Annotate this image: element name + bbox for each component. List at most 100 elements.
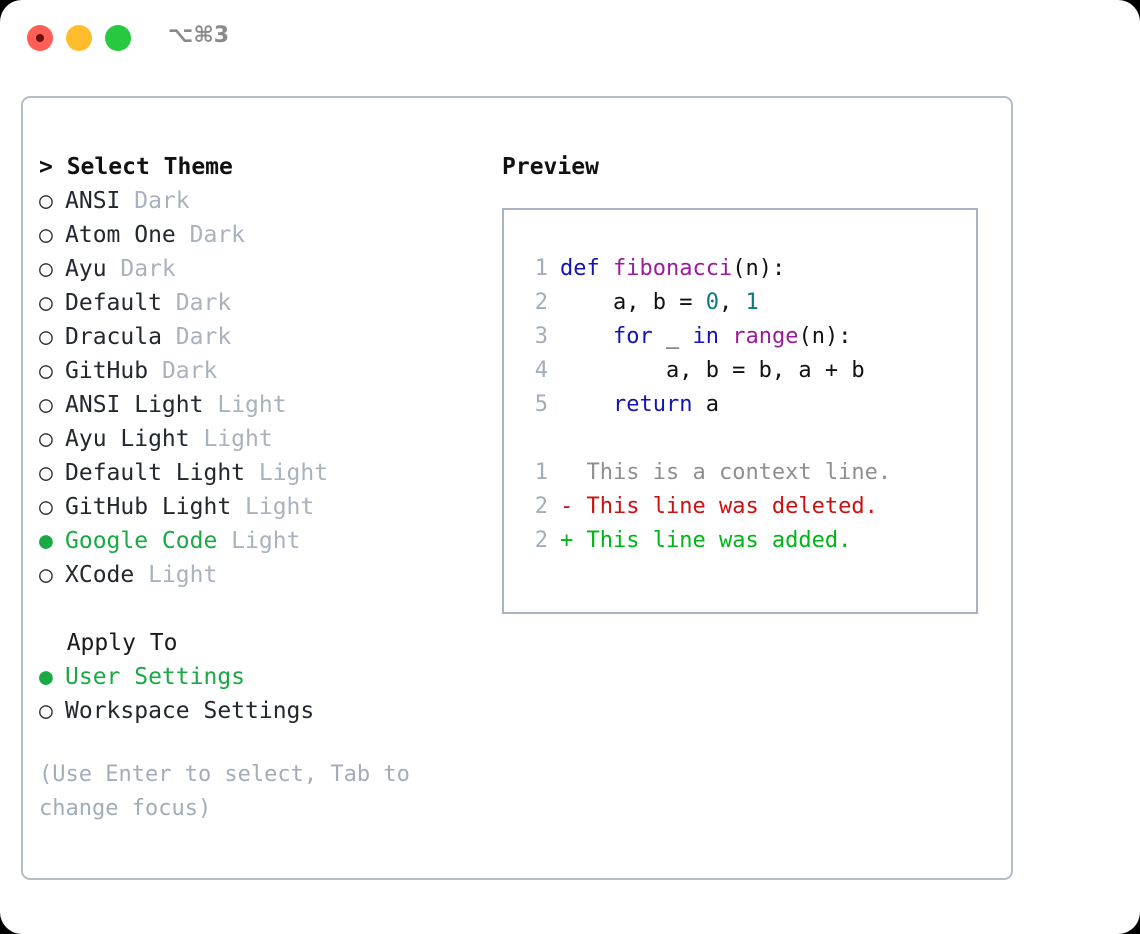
- line-number: 1: [534, 256, 548, 281]
- theme-option-ayu-light[interactable]: ○ Ayu Light Light: [39, 422, 489, 456]
- theme-option-ayu[interactable]: ○ Ayu Dark: [39, 252, 489, 286]
- theme-option-default-light[interactable]: ○ Default Light Light: [39, 456, 489, 490]
- radio-unselected-icon: ○: [39, 324, 67, 350]
- apply-to-option-workspace-settings[interactable]: ○ Workspace Settings: [39, 694, 489, 728]
- theme-option-label: Ayu: [65, 256, 107, 282]
- radio-unselected-icon: ○: [39, 290, 67, 316]
- theme-option-category: Dark: [120, 188, 190, 214]
- code-line: 4 a, b = b, a + b: [522, 354, 976, 388]
- code-token-pl: a, b = b, a + b: [560, 358, 865, 383]
- maximize-window-button[interactable]: [105, 25, 131, 51]
- diff-sign: [560, 460, 587, 485]
- diff-sign: -: [560, 494, 587, 519]
- theme-option-label: ANSI Light: [65, 392, 204, 418]
- code-token-num: 0: [705, 290, 719, 315]
- apply-to-heading-label: Apply To: [66, 630, 178, 656]
- diff-text: This is a context line.: [586, 460, 892, 485]
- code-token-kw: return: [612, 392, 693, 417]
- line-number: 3: [534, 324, 548, 349]
- code-token-pl: a: [692, 392, 719, 417]
- radio-unselected-icon: ○: [39, 358, 67, 384]
- apply-to-heading: Apply To: [39, 626, 489, 660]
- theme-option-xcode[interactable]: ○ XCode Light: [39, 558, 489, 592]
- diff-sample: 1 This is a context line.2- This line wa…: [522, 456, 976, 558]
- theme-option-label: Default: [65, 290, 162, 316]
- code-token-fn: fibonacci: [612, 256, 733, 281]
- code-token-fn: range: [732, 324, 799, 349]
- theme-option-category: Light: [245, 460, 329, 486]
- line-number: 4: [534, 358, 548, 383]
- diff-line-add: 2+ This line was added.: [522, 524, 976, 558]
- window-controls: [27, 25, 131, 51]
- theme-option-category: Light: [203, 392, 287, 418]
- title-bar: ⌥⌘3: [0, 0, 1140, 78]
- theme-option-label: Default Light: [65, 460, 246, 486]
- theme-option-list: ○ ANSI Dark○ Atom One Dark○ Ayu Dark○ De…: [39, 184, 489, 592]
- radio-unselected-icon: ○: [39, 562, 67, 588]
- code-line: 5 return a: [522, 388, 976, 422]
- radio-unselected-icon: ○: [39, 460, 67, 486]
- diff-sign: +: [560, 528, 587, 553]
- theme-option-category: Dark: [106, 256, 176, 282]
- main-panel: > Select Theme ○ ANSI Dark○ Atom One Dar…: [21, 96, 1013, 880]
- diff-line-del: 2- This line was deleted.: [522, 490, 976, 524]
- select-theme-heading: > Select Theme: [39, 150, 489, 184]
- code-line: 2 a, b = 0, 1: [522, 286, 976, 320]
- diff-text: This line was added.: [586, 528, 852, 553]
- theme-option-label: GitHub: [65, 358, 149, 384]
- code-token-pl: ,: [718, 290, 746, 315]
- theme-option-atom-one[interactable]: ○ Atom One Dark: [39, 218, 489, 252]
- keyboard-shortcut-label: ⌥⌘3: [168, 23, 230, 48]
- theme-option-label: XCode: [65, 562, 135, 588]
- apply-to-option-label: Workspace Settings: [65, 698, 315, 724]
- theme-option-label: Atom One: [65, 222, 176, 248]
- radio-unselected-icon: ○: [39, 392, 67, 418]
- theme-option-label: Dracula: [65, 324, 162, 350]
- theme-option-ansi-light[interactable]: ○ ANSI Light Light: [39, 388, 489, 422]
- radio-unselected-icon: ○: [39, 256, 67, 282]
- theme-option-github[interactable]: ○ GitHub Dark: [39, 354, 489, 388]
- line-number: 2: [534, 494, 548, 519]
- theme-option-category: Light: [231, 494, 315, 520]
- line-number: 5: [534, 392, 548, 417]
- code-token-pl: (n):: [798, 324, 852, 349]
- radio-unselected-icon: ○: [39, 426, 67, 452]
- theme-option-category: Light: [189, 426, 273, 452]
- minimize-window-button[interactable]: [66, 25, 92, 51]
- close-window-button[interactable]: [27, 25, 53, 51]
- apply-to-option-list: ● User Settings○ Workspace Settings: [39, 660, 489, 728]
- radio-unselected-icon: ○: [39, 222, 67, 248]
- theme-option-label: Google Code: [65, 528, 218, 554]
- code-line: 3 for _ in range(n):: [522, 320, 976, 354]
- code-token-pl: [560, 392, 613, 417]
- theme-option-ansi[interactable]: ○ ANSI Dark: [39, 184, 489, 218]
- code-token-pl: _: [652, 324, 693, 349]
- theme-option-category: Light: [217, 528, 301, 554]
- code-token-kw: def: [560, 256, 613, 281]
- radio-unselected-icon: ○: [39, 698, 67, 724]
- theme-option-label: GitHub Light: [65, 494, 232, 520]
- theme-option-category: Light: [134, 562, 218, 588]
- code-token-pl: [560, 324, 613, 349]
- theme-option-github-light[interactable]: ○ GitHub Light Light: [39, 490, 489, 524]
- code-token-kw: in: [692, 324, 719, 349]
- theme-option-category: Dark: [148, 358, 218, 384]
- radio-selected-icon: ●: [39, 528, 67, 554]
- diff-line-ctx: 1 This is a context line.: [522, 456, 976, 490]
- theme-option-dracula[interactable]: ○ Dracula Dark: [39, 320, 489, 354]
- radio-selected-icon: ●: [39, 664, 67, 690]
- theme-option-google-code[interactable]: ● Google Code Light: [39, 524, 489, 558]
- select-theme-heading-label: Select Theme: [66, 154, 233, 180]
- theme-option-category: Dark: [161, 290, 232, 316]
- keyboard-hint-text: (Use Enter to select, Tab to change focu…: [39, 762, 410, 821]
- radio-unselected-icon: ○: [39, 494, 67, 520]
- theme-option-default[interactable]: ○ Default Dark: [39, 286, 489, 320]
- diff-text: This line was deleted.: [586, 494, 878, 519]
- apply-to-option-user-settings[interactable]: ● User Settings: [39, 660, 489, 694]
- code-token-kw: for: [612, 324, 653, 349]
- code-diff-spacer: [522, 422, 976, 456]
